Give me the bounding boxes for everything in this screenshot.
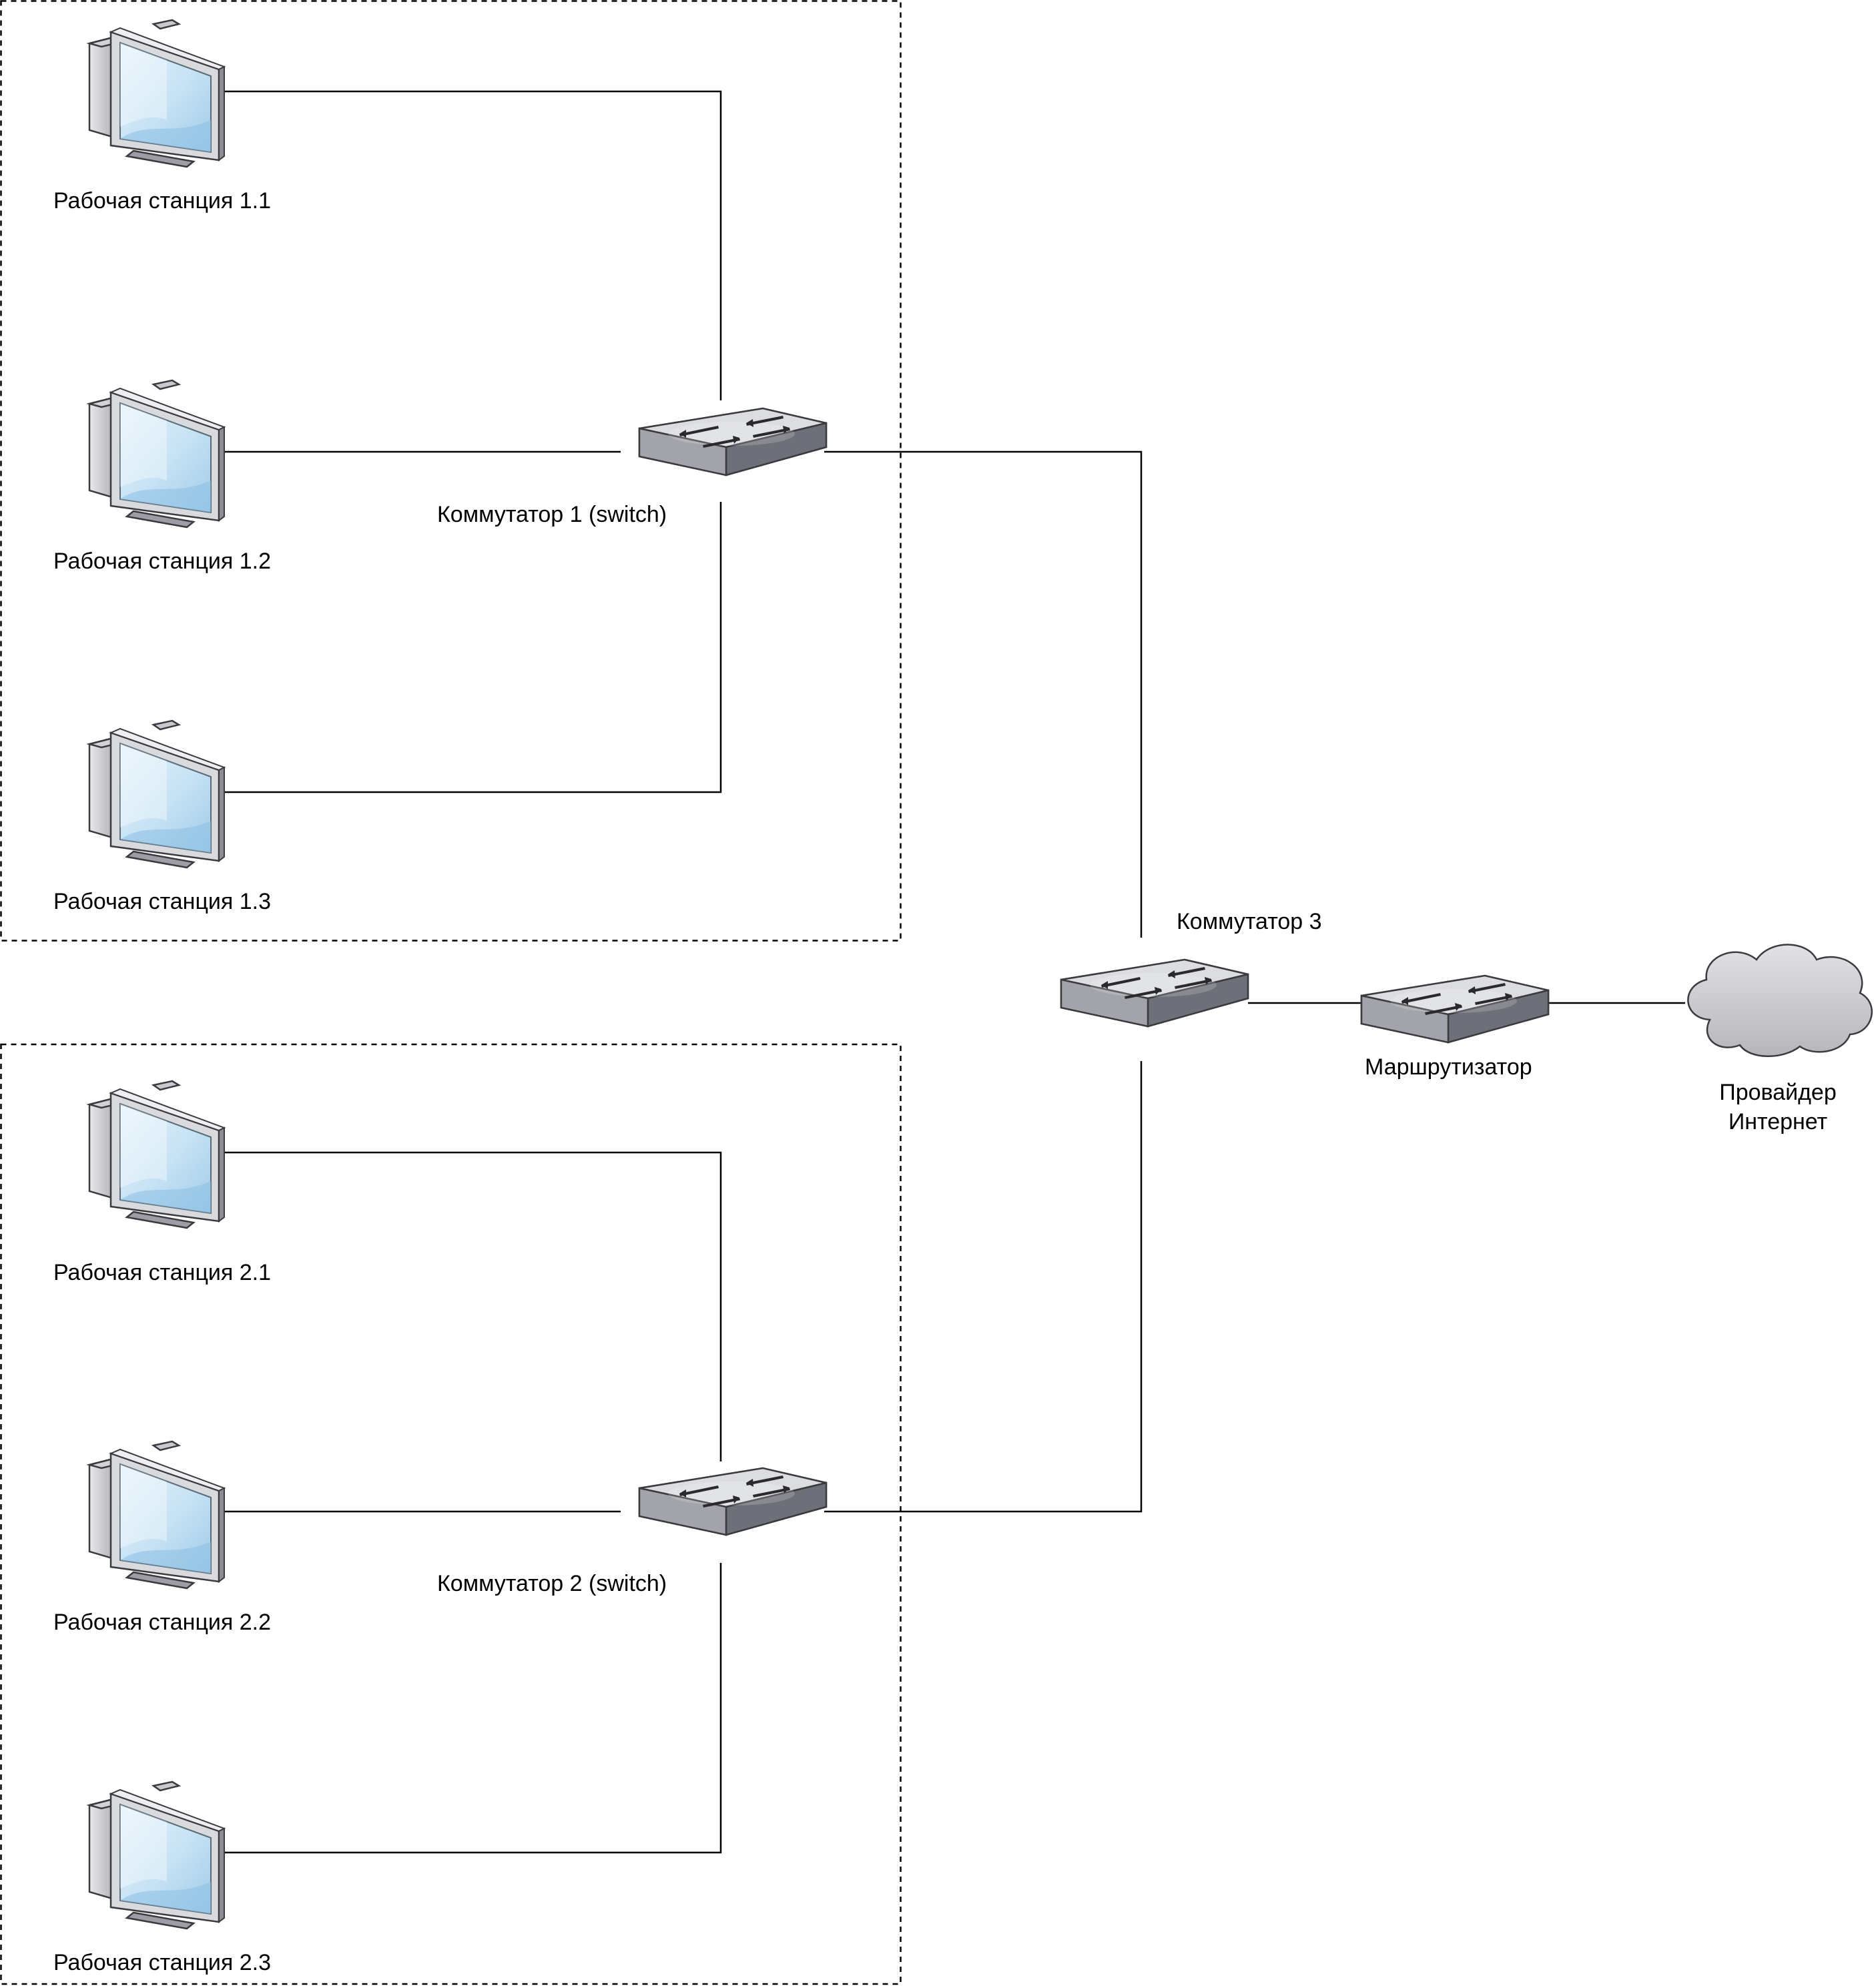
group-box-2 — [0, 1043, 902, 1985]
workstation-label: Рабочая станция 1.2 — [53, 549, 271, 574]
link-ws21-sw2 — [222, 1151, 722, 1461]
workstation-2-3: Рабочая станция 2.3 — [53, 1780, 271, 1975]
link-ws13-sw1 — [222, 502, 722, 793]
cloud-icon — [1687, 944, 1873, 1058]
internet-label-line2: Интернет — [1729, 1109, 1827, 1134]
workstation-icon — [88, 1780, 226, 1930]
switch-icon — [638, 1467, 828, 1536]
switch-3-label: Коммутатор 3 — [1177, 909, 1322, 934]
router-icon — [1360, 974, 1550, 1044]
workstation-label: Рабочая станция 2.3 — [53, 1950, 271, 1975]
switch-1-label: Коммутатор 1 (switch) — [437, 502, 667, 527]
switch-2-label: Коммутатор 2 (switch) — [437, 1571, 667, 1596]
switch-icon — [638, 407, 828, 476]
workstation-icon — [88, 719, 226, 869]
link-sw2-sw3 — [824, 1061, 1143, 1513]
switch-icon — [1060, 958, 1249, 1028]
connections — [222, 90, 1685, 1854]
link-ws23-sw2 — [222, 1563, 722, 1854]
switch-2: Коммутатор 2 (switch) — [437, 1467, 828, 1596]
group-box-1 — [0, 0, 902, 942]
switch-3: Коммутатор 3 — [1060, 909, 1322, 1028]
workstation-label: Рабочая станция 1.1 — [53, 188, 271, 214]
router-label: Маршрутизатор — [1365, 1054, 1532, 1080]
switch-1: Коммутатор 1 (switch) — [437, 407, 828, 527]
workstation-label: Рабочая станция 2.2 — [53, 1610, 271, 1635]
workstation-icon — [88, 1440, 226, 1590]
workstation-icon — [88, 19, 226, 168]
internet-provider: Провайдер Интернет — [1687, 944, 1873, 1134]
workstation-label: Рабочая станция 1.3 — [53, 889, 271, 914]
workstation-icon — [88, 1080, 226, 1229]
workstation-icon — [88, 379, 226, 529]
workstation-2-1: Рабочая станция 2.1 — [53, 1080, 271, 1285]
link-ws11-sw1 — [222, 90, 722, 400]
workstation-label: Рабочая станция 2.1 — [53, 1260, 271, 1285]
workstation-2-2: Рабочая станция 2.2 — [53, 1440, 271, 1635]
router: Маршрутизатор — [1360, 974, 1550, 1080]
workstation-1-3: Рабочая станция 1.3 — [53, 719, 271, 914]
internet-label-line1: Провайдер — [1719, 1080, 1837, 1105]
link-sw1-sw3 — [824, 450, 1143, 938]
workstation-1-2: Рабочая станция 1.2 — [53, 379, 271, 574]
workstation-1-1: Рабочая станция 1.1 — [53, 19, 271, 214]
